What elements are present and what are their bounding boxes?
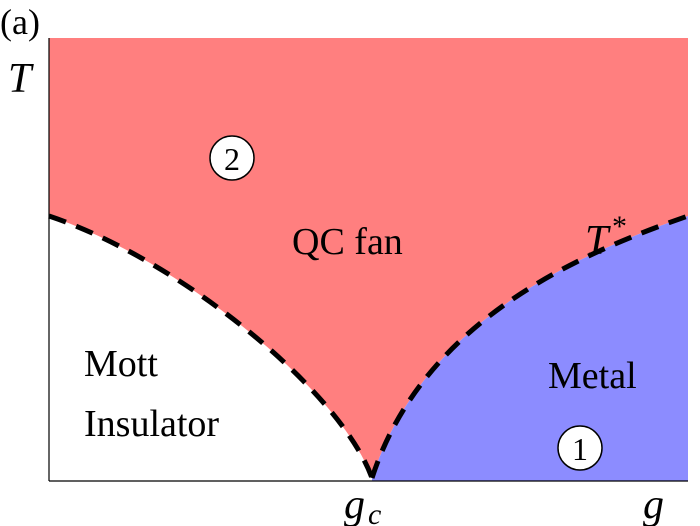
marker-2-circle xyxy=(209,135,255,181)
mott-label-line1: Mott xyxy=(84,343,158,385)
panel-label: (a) xyxy=(0,2,40,42)
critical-point-label-sub: c xyxy=(368,498,381,526)
mott-label-line2: Insulator xyxy=(84,403,219,445)
marker-2: 2 xyxy=(209,135,255,181)
marker-1: 1 xyxy=(557,425,603,471)
y-axis-label: T xyxy=(8,56,34,102)
crossover-label-main: T xyxy=(585,218,611,264)
critical-point-label-main: g xyxy=(344,482,365,526)
marker-2-label: 2 xyxy=(224,141,240,177)
x-axis-label: g xyxy=(643,482,664,526)
crossover-line-left xyxy=(48,213,375,479)
qc-fan-label: QC fan xyxy=(292,221,403,263)
crossover-label-sup: * xyxy=(612,210,627,243)
marker-1-circle xyxy=(557,425,603,471)
crossover-label: T * xyxy=(585,210,627,264)
metal-region xyxy=(372,216,688,481)
marker-1-label: 1 xyxy=(572,431,588,467)
crossover-line-right xyxy=(369,213,689,479)
qc-fan-region xyxy=(49,38,688,478)
critical-point-label: g c xyxy=(344,482,381,526)
metal-label: Metal xyxy=(548,355,637,397)
